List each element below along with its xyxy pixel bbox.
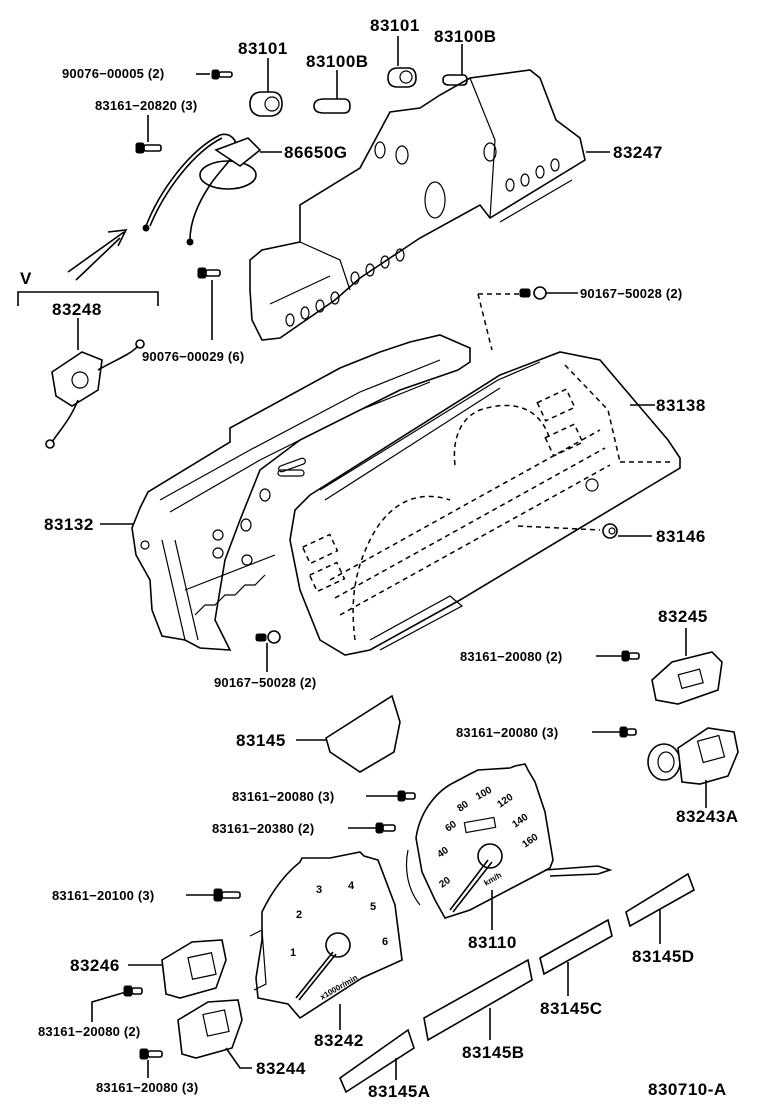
label-90076-00029: 90076−00029 (6): [142, 349, 245, 364]
speed-tick-100: 100: [474, 785, 494, 803]
socket-83101-left: [249, 58, 283, 117]
lens-83138: [289, 351, 681, 656]
label-83145A: 83145A: [368, 1082, 431, 1101]
bulb-83100B-right: [442, 44, 468, 86]
socket-83101-right: [387, 36, 417, 88]
plate-83145A: [339, 1028, 415, 1094]
label-83100B-left: 83100B: [306, 52, 369, 71]
screw-83161-20100: [186, 888, 241, 902]
label-83242: 83242: [314, 1031, 364, 1050]
bulb-83100B-left: [313, 70, 351, 114]
diagram-code: 830710-A: [648, 1080, 727, 1099]
label-83145B: 83145B: [462, 1043, 525, 1062]
label-83146: 83146: [656, 527, 706, 546]
label-83248: 83248: [52, 300, 102, 319]
screw-83161-20080-3a: [592, 726, 637, 738]
speed-unit: km/h: [483, 871, 504, 888]
speedometer-scale: 20 40 60 80 100 120 140 160 km/h: [435, 785, 540, 891]
label-83161-20080-3c: 83161−20080 (3): [96, 1080, 199, 1095]
tachometer-83242: [249, 851, 403, 1030]
label-90076-00005: 90076−00005 (2): [62, 66, 165, 81]
screw-83161-20380: [348, 822, 396, 834]
screw-90167-50028-bottom: [255, 630, 281, 672]
speed-tick-60: 60: [443, 819, 459, 835]
label-83101-left: 83101: [238, 39, 288, 58]
plate-83145C: [539, 918, 613, 996]
tach-tick-5: 5: [370, 901, 376, 913]
label-83161-20100: 83161−20100 (3): [52, 888, 155, 903]
tach-tick-6: 6: [382, 936, 388, 948]
view-bracket: [17, 291, 159, 306]
speedometer-83110: [405, 763, 613, 930]
tach-tick-2: 2: [296, 909, 302, 921]
label-83145C: 83145C: [540, 999, 603, 1018]
label-83161-20380: 83161−20380 (2): [212, 821, 315, 836]
label-83138: 83138: [656, 396, 706, 415]
label-83145: 83145: [236, 731, 286, 750]
harness-83248: [45, 318, 145, 449]
label-83132: 83132: [44, 515, 94, 534]
speed-tick-80: 80: [455, 799, 471, 815]
label-83101-right: 83101: [370, 16, 420, 35]
speed-tick-40: 40: [435, 845, 451, 861]
label-83246: 83246: [70, 956, 120, 975]
case-83132: [100, 334, 471, 651]
socket-83244: [177, 999, 252, 1069]
screw-83161-20080-3c: [139, 1048, 163, 1078]
view-marker: V: [20, 269, 32, 288]
grommet-83146: [517, 523, 652, 539]
speed-tick-140: 140: [510, 812, 530, 831]
tach-tick-3: 3: [316, 884, 322, 896]
label-83145D: 83145D: [632, 947, 695, 966]
label-86650G: 86650G: [284, 143, 348, 162]
tach-unit: x1000r/min: [319, 973, 360, 1002]
label-83247: 83247: [613, 143, 663, 162]
label-83161-20080-2a: 83161−20080 (2): [460, 649, 563, 664]
screw-90076-00029: [197, 267, 221, 340]
wire-harness-86650G: [142, 133, 282, 246]
speed-tick-20: 20: [437, 875, 453, 891]
label-83161-20080-2b: 83161−20080 (2): [38, 1024, 141, 1039]
label-83110: 83110: [468, 933, 517, 952]
screw-83161-20080-2a: [596, 650, 640, 662]
printed-circuit-83247: [249, 69, 610, 341]
speed-tick-160: 160: [520, 832, 540, 851]
plate-83145B: [423, 958, 533, 1042]
label-90167-50028-top: 90167−50028 (2): [580, 286, 683, 301]
socket-83243A: [647, 727, 739, 808]
plate-83145: [296, 694, 401, 773]
tachometer-scale: 1 2 3 4 5 6 x1000r/min: [290, 880, 388, 1002]
label-83245: 83245: [658, 607, 708, 626]
label-83161-20080-3b: 83161−20080 (3): [232, 789, 335, 804]
label-83100B-right: 83100B: [434, 27, 497, 46]
speed-tick-120: 120: [495, 792, 515, 811]
screw-83161-20080-3b: [366, 790, 416, 802]
label-83161-20080-3a: 83161−20080 (3): [456, 725, 559, 740]
screw-83161-20820: [135, 115, 162, 154]
label-90167-50028-bottom: 90167−50028 (2): [214, 675, 317, 690]
label-83244: 83244: [256, 1059, 306, 1078]
screw-83161-20080-2b: [91, 985, 143, 1022]
socket-83245: [651, 628, 723, 705]
screw-90167-50028-top: [477, 286, 578, 351]
socket-83246: [128, 939, 227, 999]
tach-tick-4: 4: [348, 880, 355, 892]
view-arrow: [67, 229, 128, 281]
plate-83145D: [625, 872, 695, 944]
label-83243A: 83243A: [676, 807, 739, 826]
screw-90076-00005: [196, 69, 233, 80]
label-83161-20820: 83161−20820 (3): [95, 98, 198, 113]
tach-tick-1: 1: [290, 947, 296, 959]
